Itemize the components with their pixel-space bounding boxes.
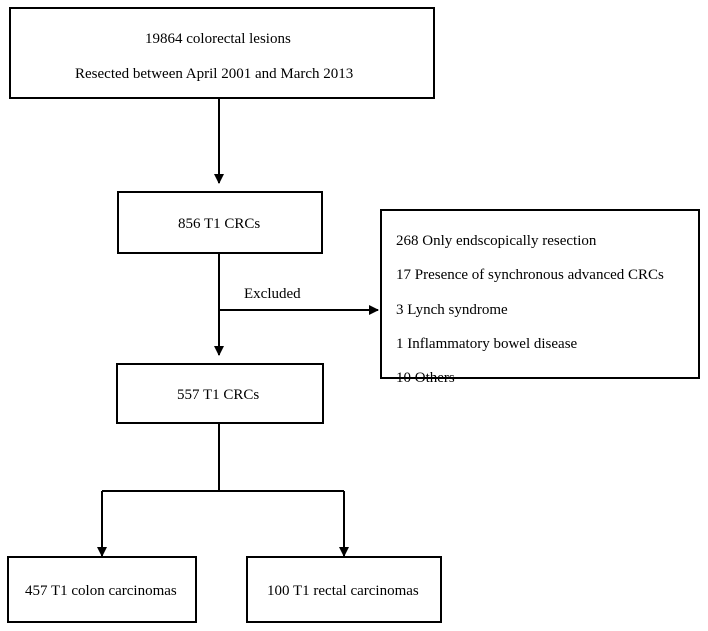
colon-carcinoma-label: 457 T1 colon carcinomas: [25, 583, 177, 599]
exclusion-item: 1 Inflammatory bowel disease: [396, 336, 578, 352]
t1-crc-557-label: 557 T1 CRCs: [177, 387, 260, 403]
lesions-count: 19864 colorectal lesions: [145, 31, 291, 47]
exclusion-item: 10 Others: [396, 370, 455, 386]
t1-crc-557-box: 557 T1 CRCs: [116, 363, 324, 424]
colon-carcinoma-box: 457 T1 colon carcinomas: [7, 556, 197, 623]
exclusion-criteria-box: 268 Only endscopically resection 17 Pres…: [380, 209, 700, 386]
exclusion-item: 3 Lynch syndrome: [396, 302, 508, 318]
excluded-label: Excluded: [244, 286, 301, 302]
lesions-box: 19864 colorectal lesions Resected betwee…: [9, 7, 435, 99]
t1-crc-856-label: 856 T1 CRCs: [178, 216, 261, 232]
rectal-carcinoma-label: 100 T1 rectal carcinomas: [267, 583, 419, 599]
t1-crc-856-box: 856 T1 CRCs: [117, 191, 323, 254]
resection-period: Resected between April 2001 and March 20…: [75, 66, 354, 82]
rectal-carcinoma-box: 100 T1 rectal carcinomas: [246, 556, 442, 623]
exclusion-item: 268 Only endscopically resection: [396, 233, 597, 249]
exclusion-item: 17 Presence of synchronous advanced CRCs: [396, 267, 664, 283]
